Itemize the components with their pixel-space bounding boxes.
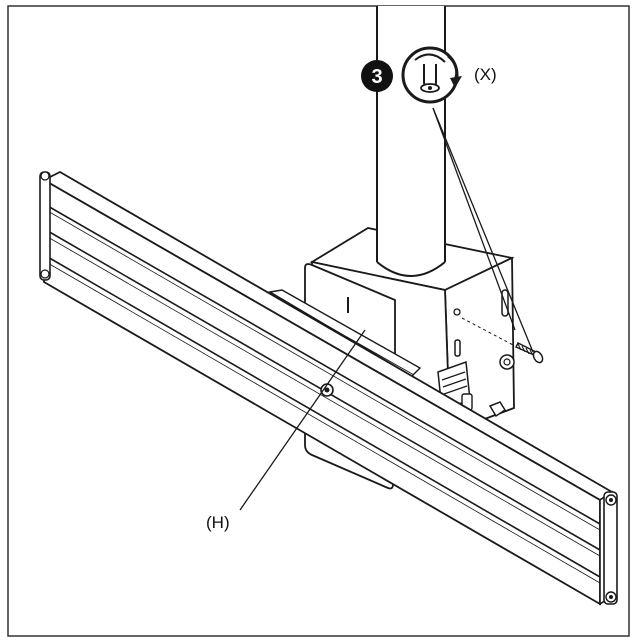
step-number: 3 bbox=[371, 66, 382, 88]
leader-line-x bbox=[432, 107, 534, 353]
hex-nut bbox=[488, 401, 507, 418]
screw bbox=[461, 317, 544, 364]
arrow-head-icon bbox=[450, 76, 462, 88]
rotate-tighten-icon bbox=[401, 46, 462, 104]
leader-line-h bbox=[239, 329, 366, 511]
bracket-flange bbox=[267, 289, 422, 377]
rail-left-end-cap bbox=[39, 171, 51, 281]
rotation-label: (X) bbox=[474, 65, 497, 84]
vertical-pole bbox=[376, 6, 446, 277]
rail-right-end-cap bbox=[603, 491, 618, 605]
part-label: (H) bbox=[206, 513, 230, 532]
step-badge: 3 bbox=[361, 60, 393, 92]
